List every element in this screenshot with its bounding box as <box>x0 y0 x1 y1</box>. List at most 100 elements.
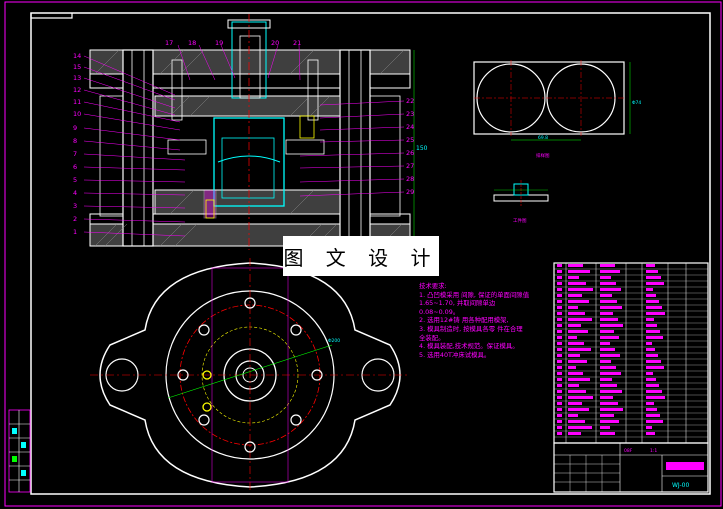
parts-list-cell <box>557 360 562 363</box>
parts-list-cell <box>600 384 617 387</box>
label-5: 5 <box>73 176 77 184</box>
label-29: 29 <box>406 188 414 196</box>
tech-requirement-line: 3. 模具制造时, 按模具各零 件在合理 <box>419 324 523 333</box>
parts-list-cell <box>600 414 614 417</box>
parts-list-cell <box>568 270 590 273</box>
parts-list-cell <box>557 366 562 369</box>
pcd-dimension: Φ200 <box>328 338 340 344</box>
guide-post-right <box>339 49 371 247</box>
parts-list-cell <box>600 354 620 357</box>
parts-list-cell <box>646 432 655 435</box>
parts-list-cell <box>568 348 591 351</box>
parts-list-cell <box>557 288 562 291</box>
parts-list-cell <box>646 390 662 393</box>
label-20: 20 <box>271 39 279 47</box>
parts-list-cell <box>557 318 562 321</box>
parts-list-cell <box>568 312 585 315</box>
parts-list-cell <box>557 342 562 345</box>
label-1: 1 <box>73 228 77 236</box>
tech-requirement-line: 技术要求: <box>419 282 447 290</box>
parts-list-cell <box>568 288 593 291</box>
parts-list-cell <box>557 372 562 375</box>
label-23: 23 <box>406 110 414 118</box>
corner-tab <box>30 13 73 19</box>
height-dimension: 150 <box>416 145 428 152</box>
parts-list-cell <box>568 360 587 363</box>
parts-list-cell <box>600 408 623 411</box>
parts-list-cell <box>646 318 654 321</box>
parts-list-cell <box>568 390 586 393</box>
strip-layout-view: 69.8 Φ74 排样图 <box>473 60 641 159</box>
parts-list-cell <box>646 396 665 399</box>
parts-list-cell <box>646 282 664 285</box>
parts-list-cell <box>557 390 562 393</box>
parts-list-cell <box>646 408 657 411</box>
parts-list-cell <box>568 300 589 303</box>
label-13: 13 <box>73 74 81 82</box>
parts-list-cell <box>646 300 659 303</box>
parts-list-cell <box>557 336 562 339</box>
parts-list-cell <box>646 378 656 381</box>
parts-list-cell <box>557 432 562 435</box>
tech-requirement-line: 1.65~1.70, 并取间隙单边 <box>419 299 496 308</box>
parts-list-cell <box>568 384 579 387</box>
outer-border <box>4 1 722 507</box>
parts-list-cell <box>568 306 578 309</box>
parts-list-cell <box>557 396 562 399</box>
section-view: 150 <box>83 14 428 250</box>
parts-list-cell <box>600 342 610 345</box>
parts-list-cell <box>600 366 616 369</box>
parts-list-cell <box>600 360 611 363</box>
parts-list-cell <box>600 324 623 327</box>
parts-list-cell <box>557 282 562 285</box>
parts-list-cell <box>600 336 619 339</box>
parts-list-cell <box>557 264 562 267</box>
parts-list-cell <box>646 360 661 363</box>
label-14: 14 <box>73 52 81 60</box>
label-6: 6 <box>73 163 77 171</box>
parts-list-cell <box>600 348 615 351</box>
parts-list-cell <box>568 282 586 285</box>
parts-list-cell <box>557 294 562 297</box>
parts-list-cell <box>600 318 618 321</box>
parts-list-cell <box>557 330 562 333</box>
label-2: 2 <box>73 215 77 223</box>
parts-list-cell <box>557 378 562 381</box>
parts-list-cell <box>646 330 660 333</box>
parts-list-cell <box>600 378 612 381</box>
label-24: 24 <box>406 123 414 131</box>
parts-list-cell <box>557 408 562 411</box>
label-27: 27 <box>406 162 414 170</box>
parts-list-cell <box>600 294 612 297</box>
parts-list-cell <box>646 288 653 291</box>
parts-list-cell <box>557 270 562 273</box>
parts-list-cell <box>568 354 580 357</box>
parts-list-cell <box>600 282 616 285</box>
parts-list-cell <box>568 402 582 405</box>
tech-requirement-line: 2. 选用12#铸 用各种配用模架, <box>419 316 509 325</box>
parts-list-cell <box>600 390 622 393</box>
parts-list-cell <box>600 420 619 423</box>
parts-list-cell <box>646 312 665 315</box>
tech-requirement-line: 4. 模具装配,技术规范。保证模具。 <box>419 342 519 351</box>
label-10: 10 <box>73 110 81 118</box>
parts-list-cell <box>568 426 592 429</box>
label-21: 21 <box>293 39 301 47</box>
parts-list-cell <box>568 408 589 411</box>
label-19: 19 <box>215 39 223 47</box>
parts-list-cell <box>557 324 562 327</box>
watermark-text: 图 文 设 计 <box>283 245 439 270</box>
tech-requirement-line: 1. 凸凹模采用 间隙, 保证的单面间隙值 <box>419 290 530 299</box>
label-9: 9 <box>73 124 77 132</box>
parts-list-cell <box>646 264 655 267</box>
parts-list-cell <box>600 264 615 267</box>
label-25: 25 <box>406 136 414 144</box>
parts-list-cell <box>568 276 579 279</box>
parts-list-cell <box>646 270 658 273</box>
parts-list-cell <box>646 354 658 357</box>
parts-list-cell <box>600 270 620 273</box>
parts-list-cell <box>646 348 655 351</box>
parts-list-cell <box>646 366 664 369</box>
parts-list <box>553 262 709 444</box>
